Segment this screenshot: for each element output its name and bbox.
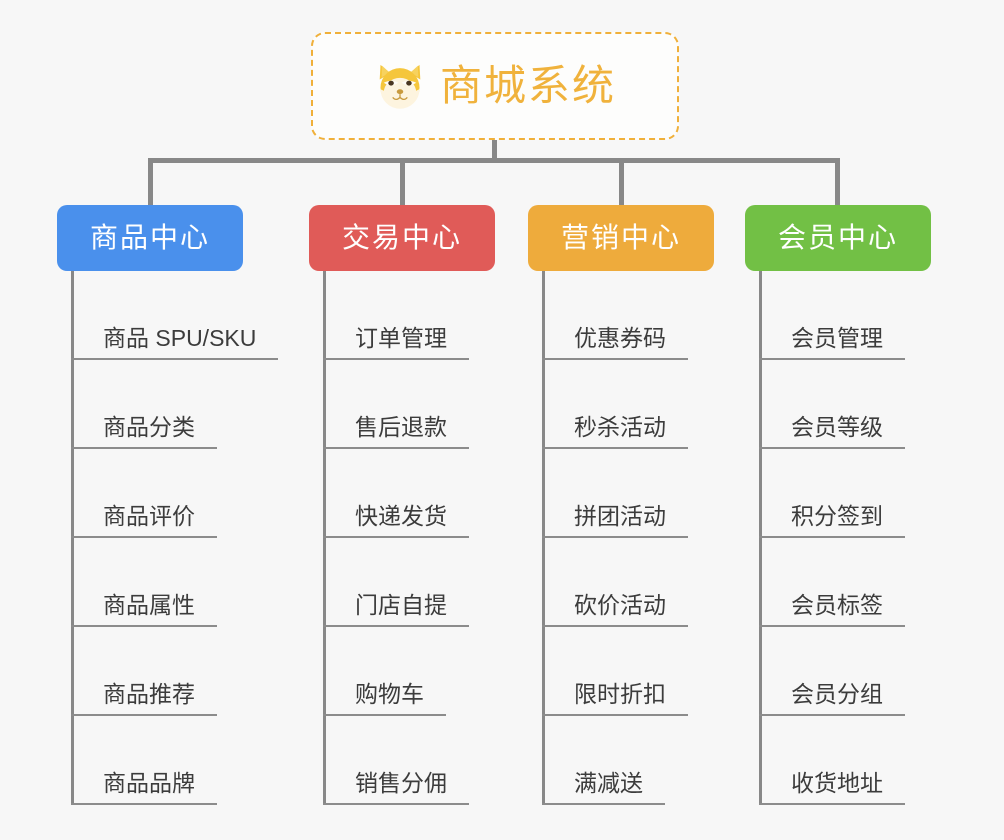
leaf-underline: 快递发货: [323, 503, 469, 538]
leaf-underline: 门店自提: [323, 592, 469, 627]
leaf-label: 砍价活动: [574, 591, 666, 618]
branch-header-label: 会员中心: [777, 222, 898, 253]
leaf-item[interactable]: 商品评价: [71, 449, 217, 538]
leaf-underline: 购物车: [323, 681, 446, 716]
leaf-item[interactable]: 会员管理: [759, 271, 905, 360]
leaf-underline: 收货地址: [759, 770, 905, 805]
leaf-label: 优惠券码: [574, 324, 666, 351]
leaf-label: 销售分佣: [355, 769, 447, 796]
leaf-underline: 商品分类: [71, 414, 217, 449]
leaf-underline: 会员分组: [759, 681, 905, 716]
leaf-label: 满减送: [574, 769, 643, 796]
branch-header-label: 营销中心: [560, 222, 681, 253]
leaf-underline: 商品品牌: [71, 770, 217, 805]
connector-horizontal-bus: [148, 158, 840, 163]
leaf-item[interactable]: 收货地址: [759, 716, 905, 805]
leaf-item[interactable]: 商品 SPU/SKU: [71, 271, 279, 360]
branch-header-label: 交易中心: [341, 222, 462, 253]
leaf-label: 会员等级: [791, 413, 883, 440]
leaf-label: 商品品牌: [103, 769, 195, 796]
leaf-underline: 秒杀活动: [542, 414, 688, 449]
leaf-item[interactable]: 秒杀活动: [542, 360, 688, 449]
branch-spine-2: [542, 271, 545, 805]
leaf-item[interactable]: 门店自提: [323, 538, 469, 627]
branch-spine-3: [759, 271, 762, 805]
leaf-label: 快递发货: [355, 502, 447, 529]
branch-header-3[interactable]: 会员中心: [745, 205, 931, 271]
branch-header-1[interactable]: 交易中心: [309, 205, 495, 271]
branch-spine-1: [323, 271, 326, 805]
leaf-item[interactable]: 商品属性: [71, 538, 217, 627]
leaf-label: 商品分类: [103, 413, 195, 440]
leaf-item[interactable]: 优惠券码: [542, 271, 688, 360]
leaf-item[interactable]: 订单管理: [323, 271, 469, 360]
leaf-underline: 会员标签: [759, 592, 905, 627]
leaf-underline: 售后退款: [323, 414, 469, 449]
connector-drop-4: [835, 158, 840, 206]
root-node[interactable]: 商城系统: [311, 32, 679, 140]
leaf-item[interactable]: 会员标签: [759, 538, 905, 627]
leaf-underline: 会员管理: [759, 325, 905, 360]
leaf-underline: 会员等级: [759, 414, 905, 449]
branch-header-0[interactable]: 商品中心: [57, 205, 243, 271]
branch-header-2[interactable]: 营销中心: [528, 205, 714, 271]
leaf-item[interactable]: 满减送: [542, 716, 665, 805]
connector-root-stem: [492, 140, 497, 162]
connector-drop-1: [148, 158, 153, 206]
leaf-underline: 商品推荐: [71, 681, 217, 716]
leaf-label: 商品推荐: [103, 680, 195, 707]
leaf-underline: 商品属性: [71, 592, 217, 627]
leaf-item[interactable]: 快递发货: [323, 449, 469, 538]
leaf-label: 售后退款: [355, 413, 447, 440]
leaf-item[interactable]: 销售分佣: [323, 716, 469, 805]
leaf-underline: 积分签到: [759, 503, 905, 538]
leaf-underline: 优惠券码: [542, 325, 688, 360]
leaf-label: 会员管理: [791, 324, 883, 351]
leaf-underline: 砍价活动: [542, 592, 688, 627]
leaf-label: 限时折扣: [574, 680, 666, 707]
branch-spine-0: [71, 271, 74, 805]
leaf-underline: 销售分佣: [323, 770, 469, 805]
leaf-underline: 商品 SPU/SKU: [71, 324, 279, 360]
leaf-label: 商品属性: [103, 591, 195, 618]
leaf-item[interactable]: 商品分类: [71, 360, 217, 449]
leaf-label: 购物车: [355, 680, 424, 707]
leaf-item[interactable]: 购物车: [323, 627, 446, 716]
root-title: 商城系统: [439, 62, 616, 109]
leaf-label: 拼团活动: [574, 502, 666, 529]
leaf-label: 门店自提: [355, 591, 447, 618]
leaf-label: 会员分组: [791, 680, 883, 707]
leaf-item[interactable]: 商品推荐: [71, 627, 217, 716]
leaf-underline: 拼团活动: [542, 503, 688, 538]
leaf-item[interactable]: 砍价活动: [542, 538, 688, 627]
leaf-item[interactable]: 商品品牌: [71, 716, 217, 805]
leaf-underline: 订单管理: [323, 325, 469, 360]
leaf-item[interactable]: 会员分组: [759, 627, 905, 716]
leaf-item[interactable]: 售后退款: [323, 360, 469, 449]
connector-drop-2: [400, 158, 405, 206]
leaf-item[interactable]: 拼团活动: [542, 449, 688, 538]
leaf-label: 会员标签: [791, 591, 883, 618]
shiba-dog-icon: [379, 64, 421, 109]
leaf-label: 订单管理: [355, 324, 447, 351]
leaf-label: 收货地址: [791, 769, 883, 796]
connector-drop-3: [619, 158, 624, 206]
leaf-underline: 限时折扣: [542, 681, 688, 716]
leaf-item[interactable]: 限时折扣: [542, 627, 688, 716]
leaf-label: 积分签到: [791, 502, 883, 529]
leaf-item[interactable]: 会员等级: [759, 360, 905, 449]
leaf-label: 商品 SPU/SKU: [103, 324, 257, 351]
leaf-label: 秒杀活动: [574, 413, 666, 440]
leaf-underline: 商品评价: [71, 503, 217, 538]
branch-header-label: 商品中心: [89, 222, 210, 253]
leaf-label: 商品评价: [103, 502, 195, 529]
leaf-item[interactable]: 积分签到: [759, 449, 905, 538]
leaf-underline: 满减送: [542, 770, 665, 805]
